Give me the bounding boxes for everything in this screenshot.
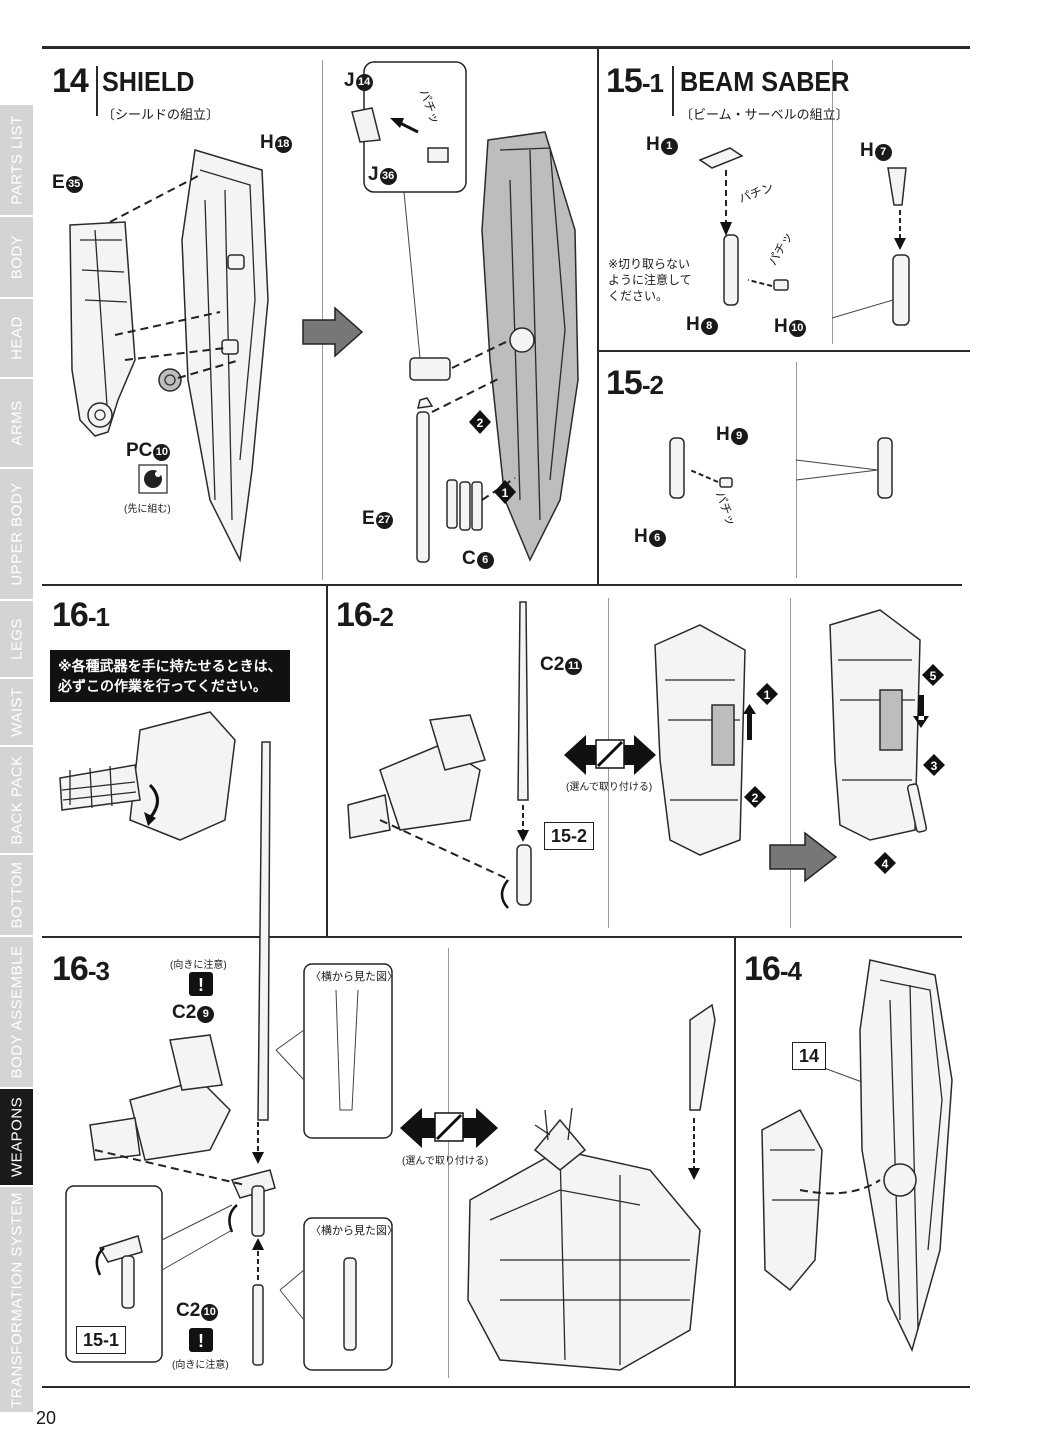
forearm-illustration [654, 624, 746, 856]
choose-note-1: (選んで取り付ける) [566, 782, 653, 793]
side-view-label-2: 〈横から見た図〉 [310, 1225, 398, 1237]
svg-text:4: 4 [882, 857, 889, 871]
step-16-3-number: 16-3 [52, 950, 110, 988]
step-16-4-number: 16-4 [744, 950, 802, 988]
tab-head[interactable]: HEAD [0, 299, 33, 379]
svg-text:1: 1 [764, 688, 771, 702]
step-15-2-number: 15-2 [606, 364, 664, 402]
caution-icon-2: ! [189, 1328, 213, 1352]
tab-transformation-system[interactable]: TRANSFORMATION SYSTEM [0, 1187, 33, 1414]
substep-divider-15-2 [796, 362, 797, 578]
divider-16-1-16-2 [326, 586, 328, 938]
shield-on-arm-16-4 [761, 959, 953, 1353]
step-15-1-subtitle: 〔ビーム・サーベルの組立〕 [680, 107, 849, 122]
hand-illustration-16-1 [59, 711, 236, 841]
shield-assembled [481, 131, 579, 562]
tab-body-assemble[interactable]: BODY ASSEMBLE [0, 937, 33, 1089]
choose-double-arrow-2 [400, 1108, 498, 1148]
step-16-1-number: 16-1 [52, 596, 110, 634]
divider-15-1-15-2 [598, 350, 970, 352]
forearm-illustration-2 [829, 609, 928, 841]
svg-text:5: 5 [930, 669, 937, 683]
tab-back-pack[interactable]: BACK PACK [0, 747, 33, 855]
arm-illustration-16-3 [89, 1034, 231, 1161]
svg-text:!: ! [198, 975, 204, 995]
substep-divider-16-3 [448, 948, 449, 1378]
divider-14-15 [597, 48, 599, 586]
step-14-number: 14 [52, 62, 89, 100]
caution-icon-1: ! [189, 972, 213, 996]
tab-legs[interactable]: LEGS [0, 601, 33, 679]
tab-body[interactable]: BODY [0, 217, 33, 299]
choose-note-2: (選んで取り付ける) [402, 1156, 489, 1167]
svg-text:2: 2 [477, 416, 484, 430]
hand-warning-banner: ※各種武器を手に持たせるときは、 必ずこの作業を行ってください。 [50, 650, 290, 702]
order-marker-1: 1 [494, 480, 516, 504]
orientation-note-1: (向きに注意) [170, 960, 227, 971]
tab-parts-list[interactable]: PARTS LIST [0, 105, 33, 217]
arm-illustration-16-2 [347, 714, 486, 839]
step-14-subtitle: 〔シールドの組立〕 [102, 107, 220, 122]
step-14-title-bar [96, 66, 98, 116]
tab-bottom[interactable]: BOTTOM [0, 855, 33, 937]
substep-divider-16-2b [790, 598, 791, 928]
section-sidebar: PARTS LIST BODY HEAD ARMS UPPER BODY LEG… [0, 105, 33, 1414]
side-view-label-1: 〈横から見た図〉 [310, 971, 398, 983]
shield-part-e35 [69, 221, 136, 437]
robot-upper-body-illustration [467, 1003, 716, 1371]
choose-double-arrow-1 [564, 735, 656, 775]
cut-warning-note: ※切り取らない ように注意して ください。 [608, 257, 692, 303]
tab-upper-body[interactable]: UPPER BODY [0, 469, 33, 601]
substep-divider-15-1 [832, 60, 833, 344]
shield-part-h18 [181, 149, 269, 563]
step-15-1-title-bar [672, 66, 674, 116]
ref-box-14: 14 [792, 1042, 827, 1070]
step-16-2-number: 16-2 [336, 596, 394, 634]
step-15-1-title: BEAM SABER [680, 66, 850, 97]
step-14-title: SHIELD [102, 66, 195, 97]
orientation-note-2: (向きに注意) [172, 1360, 229, 1371]
tab-weapons[interactable]: WEAPONS [0, 1089, 33, 1187]
pc-note: (先に組む) [124, 504, 171, 515]
divider-row1-row2 [42, 584, 962, 586]
ref-box-15-2: 15-2 [544, 822, 595, 850]
svg-text:3: 3 [931, 759, 938, 773]
tab-arms[interactable]: ARMS [0, 379, 33, 469]
order-marker-2: 2 [469, 410, 491, 434]
top-rule [42, 46, 970, 49]
svg-text:1: 1 [502, 486, 509, 500]
ref-box-15-1: 15-1 [76, 1326, 127, 1354]
divider-row2-row3 [42, 936, 962, 938]
divider-16-3-16-4 [734, 938, 736, 1387]
tab-waist[interactable]: WAIST [0, 679, 33, 747]
pc-part [158, 368, 182, 392]
step-15-1-number: 15-1 [606, 62, 664, 100]
svg-text:!: ! [198, 1331, 204, 1351]
order-markers-16-2: 1 2 3 4 5 [743, 664, 945, 874]
svg-text:2: 2 [752, 791, 759, 805]
page-number: 20 [36, 1408, 57, 1428]
bottom-rule [42, 1386, 970, 1388]
